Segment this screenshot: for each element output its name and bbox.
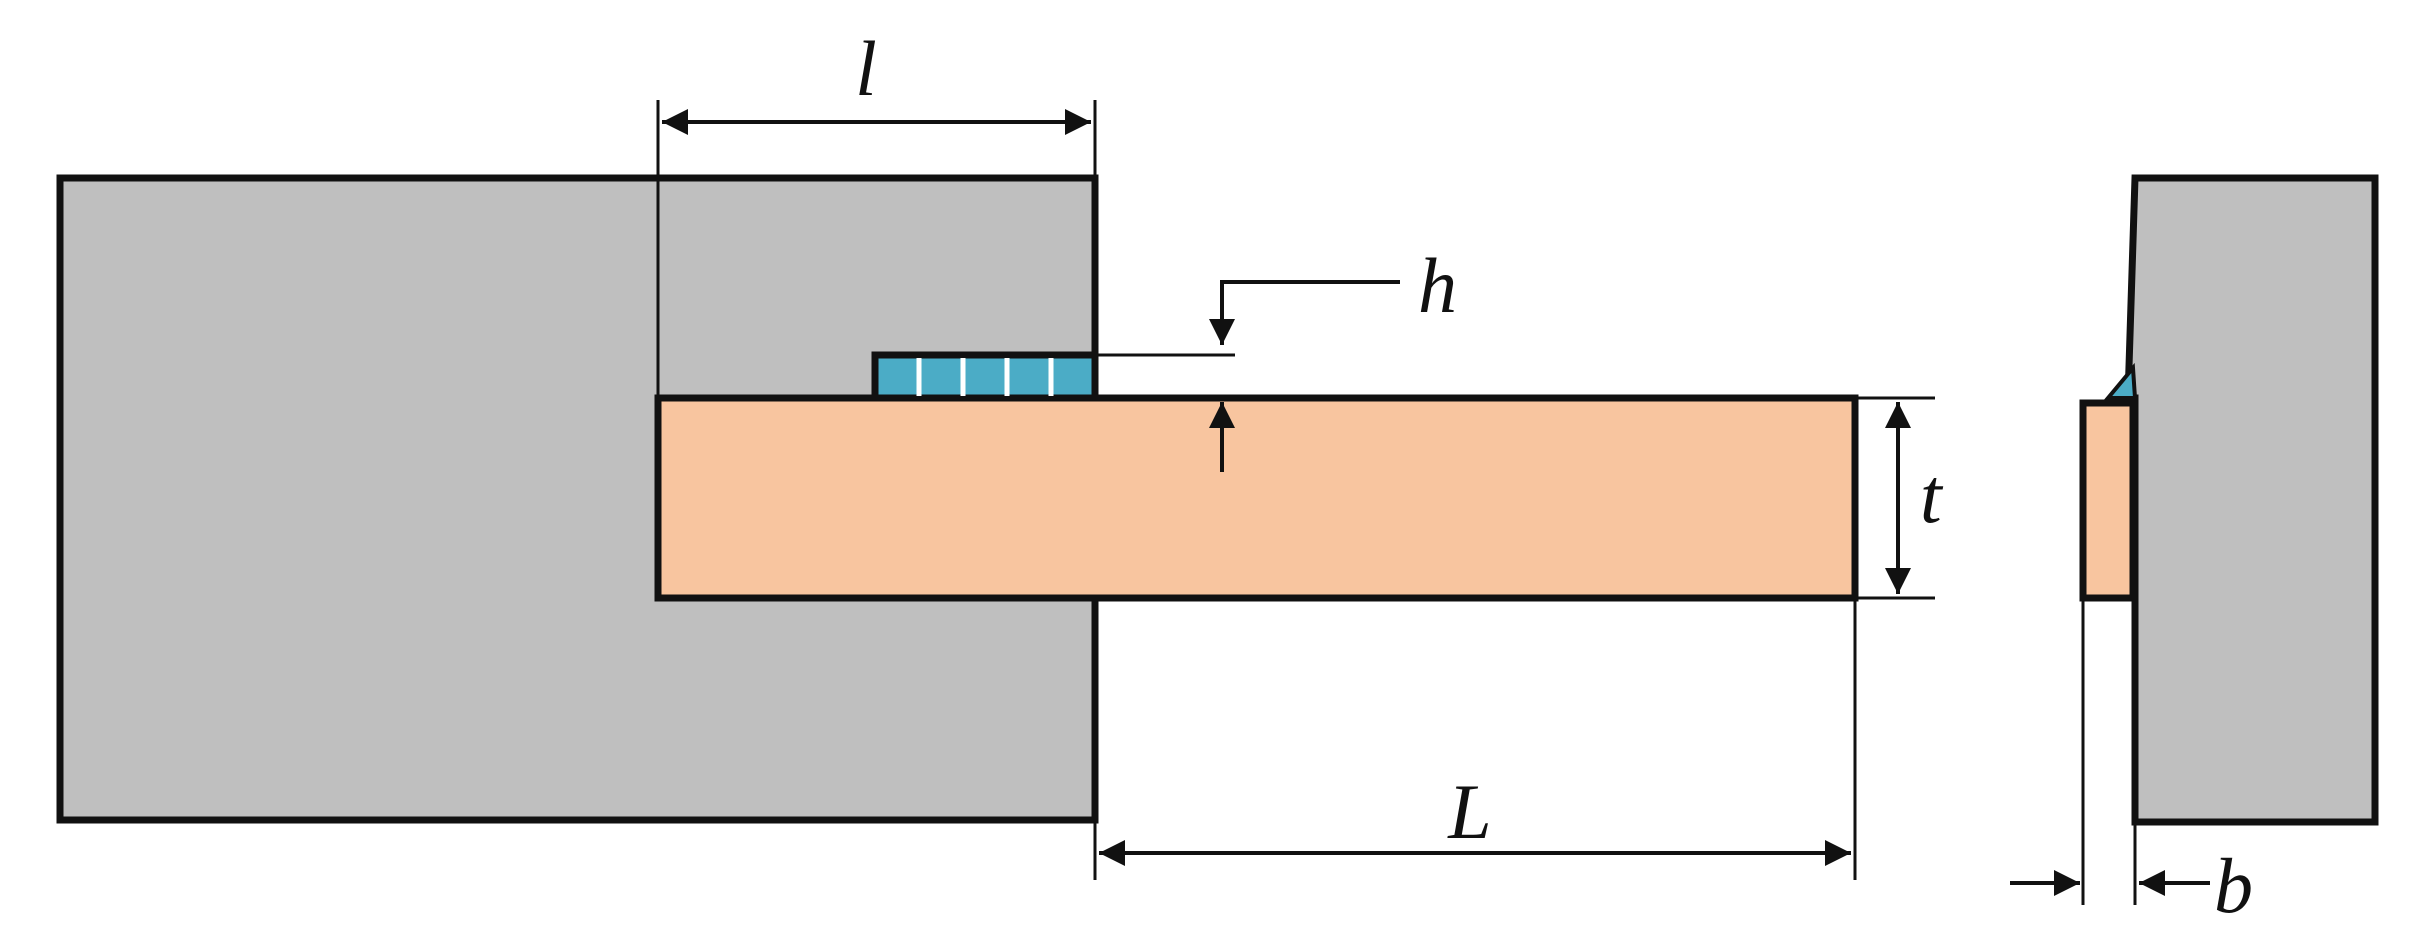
weld-bead	[871, 351, 1099, 402]
dimension-t: t	[1885, 402, 1944, 594]
side-weld	[2103, 362, 2138, 400]
label-l: l	[855, 25, 877, 112]
dimension-L: L	[1099, 768, 1851, 866]
dimension-l: l	[662, 25, 1091, 135]
side-plate	[2079, 399, 2137, 602]
side-base-block	[2124, 174, 2379, 826]
side-view: b	[2010, 174, 2379, 929]
plate	[654, 394, 1859, 602]
label-b: b	[2214, 842, 2253, 929]
label-L: L	[1447, 768, 1491, 855]
label-h: h	[1418, 242, 1457, 329]
label-t: t	[1920, 452, 1944, 539]
front-view: l h t L	[56, 25, 1944, 880]
extension-lines	[656, 100, 1935, 880]
dimension-h	[1209, 280, 1400, 472]
